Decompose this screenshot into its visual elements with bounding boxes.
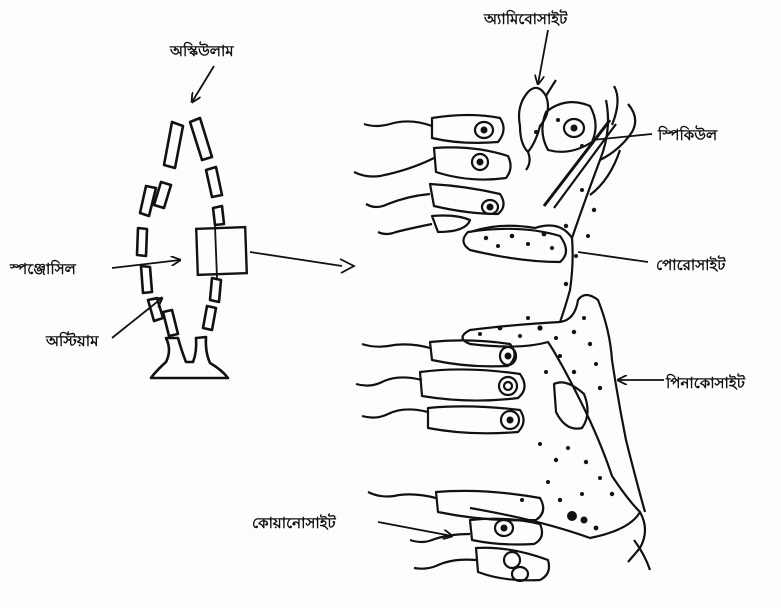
spicule-label: স্পিকিউল [658, 124, 717, 149]
upper-choanocytes [430, 115, 511, 232]
amoebocyte-label: অ্যামিবোসাইট [484, 8, 567, 33]
osculum-label: অস্কিউলাম [170, 40, 234, 65]
porocyte-label: পোরোসাইট [656, 254, 725, 279]
label-leaders [112, 30, 664, 536]
choanocyte-label: কোয়ানোসাইট [252, 512, 336, 537]
porocyte-pointer [578, 252, 648, 262]
spongocoel-label: স্পঞ্জোসিল [10, 258, 76, 283]
spicule-pointer [592, 134, 652, 140]
ostium-label: অস্টিয়াম [46, 330, 98, 355]
lower-choanocytes [420, 340, 588, 581]
section-box [196, 226, 247, 278]
choanocyte-pointer [378, 522, 452, 536]
amoebocyte-pointer [538, 30, 548, 84]
pinacocyte-label: পিনাকোসাইট [666, 372, 745, 397]
ostium-pointer [112, 298, 162, 338]
magnify-arrow [250, 252, 354, 273]
osculum-pointer [192, 66, 214, 102]
sponge-body [137, 118, 228, 378]
body-wall-section [354, 80, 650, 581]
